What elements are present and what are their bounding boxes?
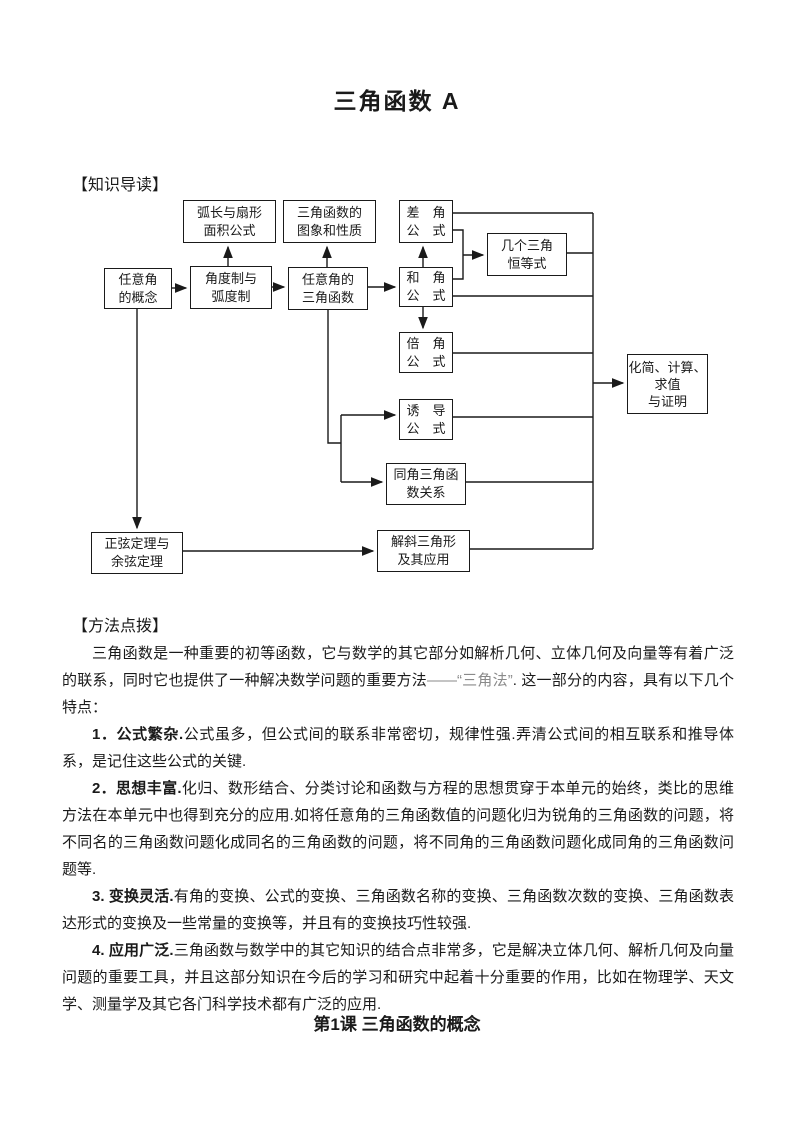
knowledge-flowchart: 弧长与扇形 面积公式 三角函数的 图象和性质 任意角 的概念 角度制与 弧度制 … xyxy=(55,195,745,587)
point-4-text: 三角函数与数学中的其它知识的结合点非常多，它是解决立体几何、解析几何及向量问题的… xyxy=(62,942,734,1013)
flowchart-box-sine-cosine-law: 正弦定理与 余弦定理 xyxy=(91,532,183,574)
flowchart-box-sum-formula: 和 角 公 式 xyxy=(399,267,453,307)
section-label-method-tips: 【方法点拨】 xyxy=(72,618,169,635)
flowchart-box-angle-concept: 任意角 的概念 xyxy=(104,268,172,309)
point-3-text: 有角的变换、公式的变换、三角函数名称的变换、三角函数次数的变换、三角函数表达形式… xyxy=(62,888,734,932)
method-point-4: 4. 应用广泛.三角函数与数学中的其它知识的结合点非常多，它是解决立体几何、解析… xyxy=(62,937,734,1018)
section-label-knowledge-guide: 【知识导读】 xyxy=(72,177,169,194)
method-tips-body: 三角函数是一种重要的初等函数，它与数学的其它部分如解析几何、立体几何及向量等有着… xyxy=(62,640,734,1018)
flowchart-box-induction-formula: 诱 导 公 式 xyxy=(399,399,453,440)
method-point-1: 1．公式繁杂.公式虽多，但公式间的联系非常密切，规律性强.弄清公式间的相互联系和… xyxy=(62,721,734,775)
point-2-lead: 2．思想丰富. xyxy=(92,780,182,797)
flowchart-box-simplify-evaluate-prove: 化简、计算、 求值 与证明 xyxy=(627,354,708,414)
flowchart-box-same-angle-relations: 同角三角函 数关系 xyxy=(386,463,466,505)
intro-text-before: 三角函数是一种重要的初等函数，它与数学的其它部分如解析几何、立体几何及向量等有着… xyxy=(62,645,734,689)
point-4-lead: 4. 应用广泛. xyxy=(92,942,174,959)
point-1-lead: 1．公式繁杂. xyxy=(92,726,184,743)
lesson-heading: 第1课 三角函数的概念 xyxy=(313,1015,481,1034)
bracket-diff-sum xyxy=(453,229,464,280)
line-trig-down xyxy=(327,310,341,444)
flowchart-box-degree-radian: 角度制与 弧度制 xyxy=(190,266,272,309)
method-point-2: 2．思想丰富.化归、数形结合、分类讨论和函数与方程的思想贯穿于本单元的始终，类比… xyxy=(62,775,734,883)
flowchart-box-difference-formula: 差 角 公 式 xyxy=(399,200,453,243)
flowchart-box-arc-sector-formula: 弧长与扇形 面积公式 xyxy=(183,200,276,243)
document-title: 三角函数 A xyxy=(333,88,461,114)
flowchart-box-double-angle-formula: 倍 角 公 式 xyxy=(399,332,453,373)
point-1-text: 公式虽多，但公式间的联系非常密切，规律性强.弄清公式间的相互联系和推导体系，是记… xyxy=(62,726,735,770)
intro-highlight: ——“三角法” xyxy=(426,672,513,689)
point-3-lead: 3. 变换灵活. xyxy=(92,888,174,905)
flowchart-box-identities: 几个三角 恒等式 xyxy=(487,233,567,276)
flowchart-box-oblique-triangle: 解斜三角形 及其应用 xyxy=(377,530,470,572)
flowchart-box-any-angle-trig: 任意角的 三角函数 xyxy=(288,267,368,310)
flowchart-connectors xyxy=(132,212,625,556)
flowchart-box-graph-properties: 三角函数的 图象和性质 xyxy=(283,200,376,243)
method-point-3: 3. 变换灵活.有角的变换、公式的变换、三角函数名称的变换、三角函数次数的变换、… xyxy=(62,883,734,937)
point-2-text: 化归、数形结合、分类讨论和函数与方程的思想贯穿于本单元的始终，类比的思维方法在本… xyxy=(62,780,734,878)
intro-text-after: . 这一部分的内容，具有以下几个特点： xyxy=(62,672,734,716)
method-intro-paragraph: 三角函数是一种重要的初等函数，它与数学的其它部分如解析几何、立体几何及向量等有着… xyxy=(62,640,734,721)
